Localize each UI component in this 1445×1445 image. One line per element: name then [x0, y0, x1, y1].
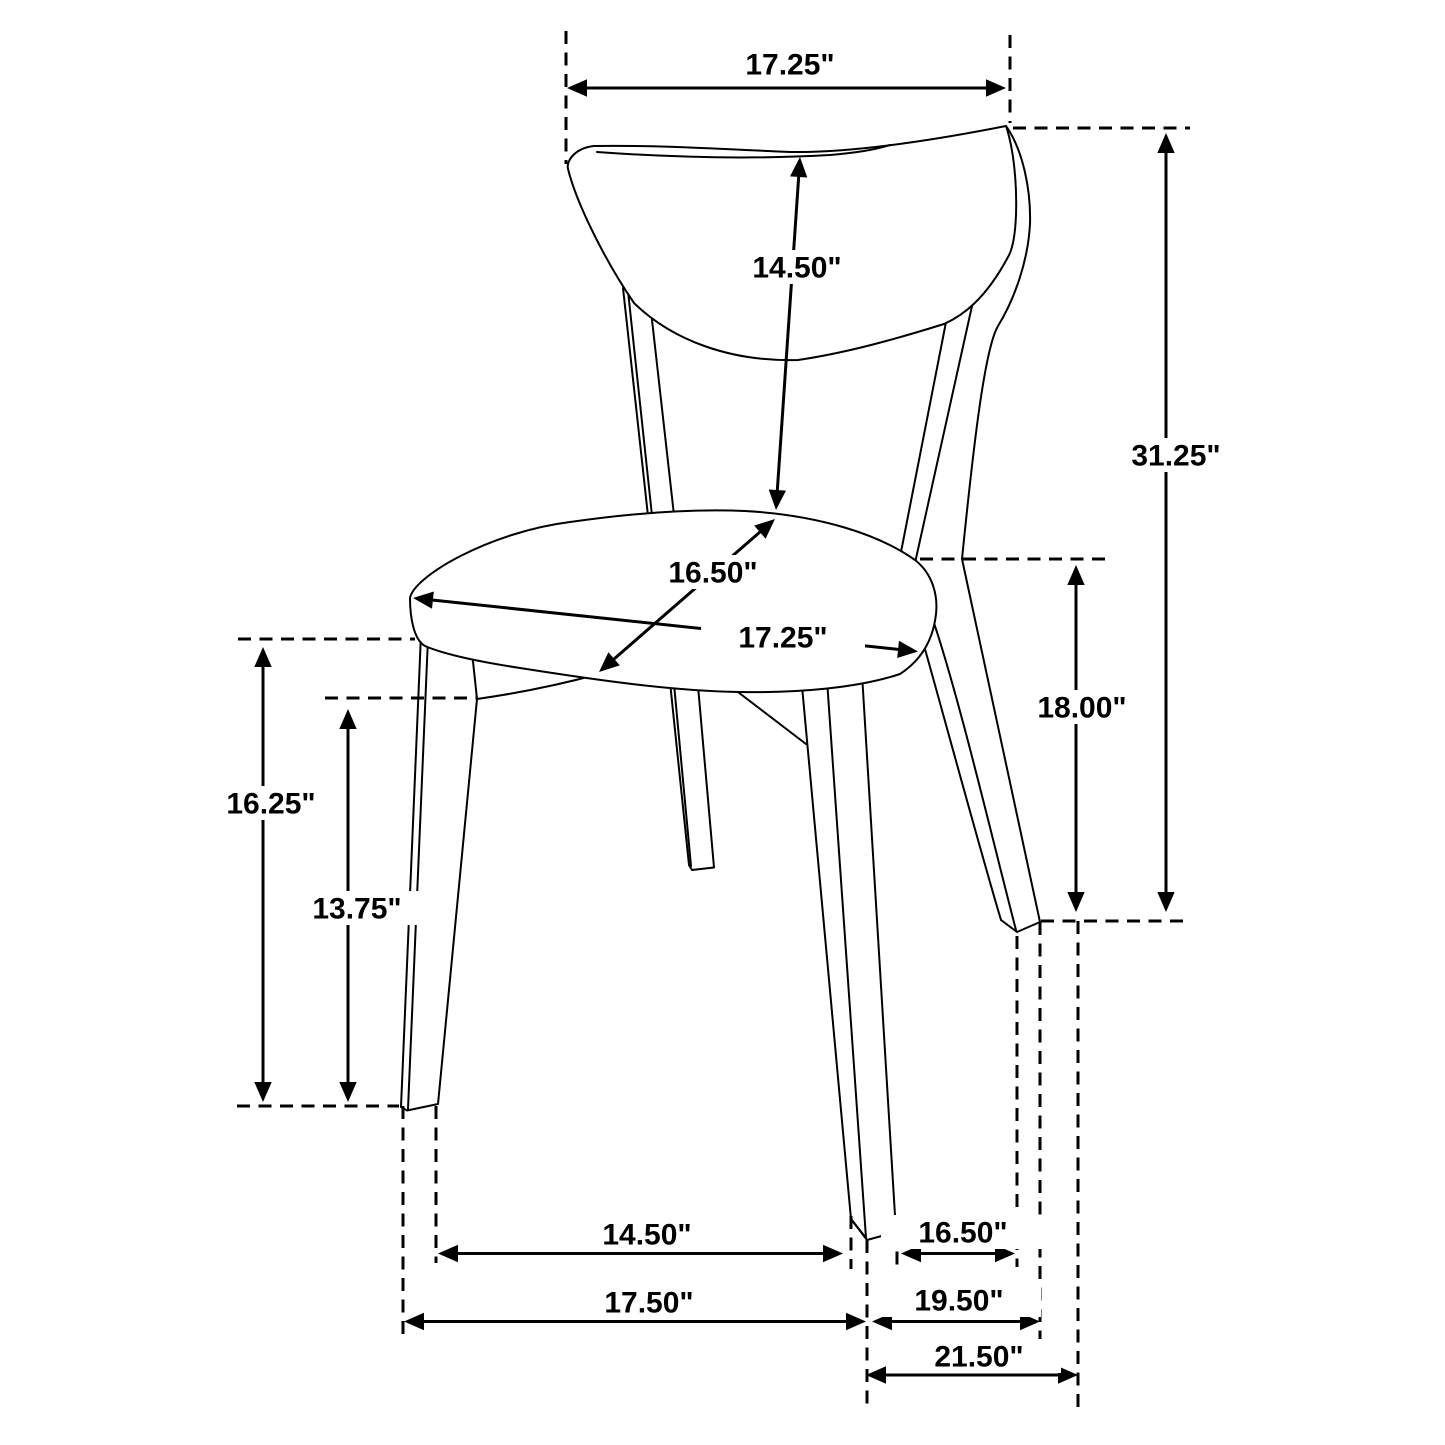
svg-text:14.50": 14.50"	[752, 252, 841, 285]
svg-text:13.75": 13.75"	[312, 893, 401, 926]
svg-text:17.25": 17.25"	[738, 622, 827, 655]
svg-text:17.25": 17.25"	[745, 49, 834, 82]
svg-text:16.50": 16.50"	[918, 1217, 1007, 1250]
svg-text:14.50": 14.50"	[602, 1219, 691, 1252]
svg-text:31.25": 31.25"	[1131, 440, 1220, 473]
svg-text:18.00": 18.00"	[1037, 692, 1126, 725]
svg-text:21.50": 21.50"	[934, 1341, 1023, 1374]
svg-text:16.25": 16.25"	[226, 788, 315, 821]
svg-text:17.50": 17.50"	[604, 1287, 693, 1320]
svg-text:16.50": 16.50"	[668, 557, 757, 590]
svg-text:19.50": 19.50"	[914, 1285, 1003, 1318]
